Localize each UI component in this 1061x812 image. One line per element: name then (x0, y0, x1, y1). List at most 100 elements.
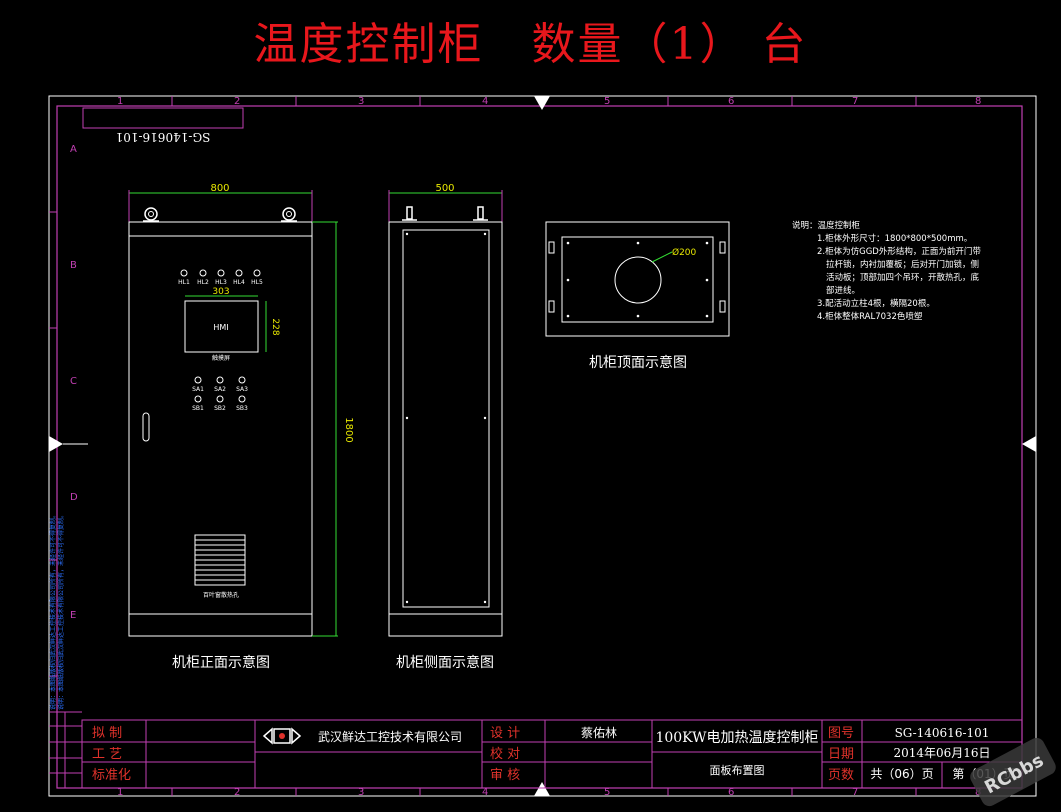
notes-block: 说明：温度控制柜 1.柜体外形尺寸：1800*800*500mm。 2.柜体为仿… (792, 220, 981, 322)
col-label: 2 (234, 787, 240, 798)
selector-switch-icon (194, 376, 202, 384)
drawing-title: 温度控制柜 数量（1） 台 (253, 19, 808, 70)
note-line: 部进线。 (826, 285, 860, 296)
side-panel (402, 229, 490, 608)
note-line: 拉杆锁，内衬加覆板；后对开门加锁，侧 (826, 259, 979, 270)
row-label: D (70, 492, 78, 503)
col-label: 3 (358, 96, 364, 107)
mirrored-drawing-number: SG-140616-101 (116, 130, 211, 144)
selector-switch-icon (216, 376, 224, 384)
hmi-width-dim: 303 (212, 287, 229, 297)
switch-label: SA2 (214, 386, 226, 393)
indicator-light-icon (217, 269, 225, 277)
indicator-light-icon (253, 269, 261, 277)
inner-frame (56, 105, 1023, 789)
col-label: 5 (604, 96, 610, 107)
company-name: 武汉鲜达工控技术有限公司 (318, 730, 462, 744)
hmi-label: HMI (213, 323, 228, 332)
designer-name: 蔡佑林 (581, 726, 617, 740)
push-button-icon (216, 395, 224, 403)
side-view-caption: 机柜侧面示意图 (396, 654, 494, 671)
indicator-light-icon (235, 269, 243, 277)
top-view: Ø200 机柜顶面示意图 (545, 221, 730, 371)
front-width-dim: 800 (210, 183, 229, 194)
role-label: 工 艺 (92, 747, 122, 762)
drawing-date: 2014年06月16日 (893, 746, 990, 760)
title-block: 拟 制 工 艺 标准化 设 计 校 对 审 核 图号 日期 页数 武汉鲜达工控技… (81, 719, 1023, 789)
lifting-eye-icon (406, 206, 413, 220)
top-outline (545, 221, 730, 337)
indicator-light-icon (199, 269, 207, 277)
front-height-dim: 1800 (343, 417, 354, 442)
mount-slot (548, 241, 555, 254)
role-label: 拟 制 (92, 726, 122, 741)
note-line: 1.柜体外形尺寸：1800*800*500mm。 (817, 233, 972, 244)
switch-label: SA3 (236, 386, 248, 393)
drawing-number: SG-140616-101 (895, 726, 990, 740)
side-strip-text: 说明：本图纸版权归武汉鲜达工控技术有限公司所有，未经许可不得复制。 (57, 512, 65, 710)
switch-label: SA1 (192, 386, 204, 393)
row-label: B (70, 260, 77, 271)
light-label: HL5 (251, 279, 263, 286)
col-label: 1 (117, 96, 123, 107)
project-name: 100KW电加热温度控制柜 (655, 730, 818, 746)
col-label: 1 (117, 787, 123, 798)
push-button-icon (194, 395, 202, 403)
left-strip: 说明：本图纸版权归武汉鲜达工控技术有限公司所有，未经许可不得复制。 说明：本图纸… (49, 512, 82, 788)
col-label: 6 (728, 96, 734, 107)
light-label: HL3 (215, 279, 227, 286)
col-label: 6 (728, 787, 734, 798)
side-strip-text: 说明：本图纸版权归武汉鲜达工控技术有限公司所有，未经许可不得复制。 (49, 512, 57, 710)
door-handle (142, 412, 150, 442)
center-arrow-left (49, 436, 63, 452)
hmi-height-dim: 228 (270, 318, 280, 335)
lifting-eye-icon (144, 207, 158, 221)
switch-label: SB3 (236, 405, 248, 412)
col-label: 4 (482, 96, 488, 107)
center-arrow-bottom (534, 782, 550, 796)
center-arrow-top (534, 96, 550, 110)
side-view: 500 机柜侧面示意图 (388, 183, 503, 671)
light-label: HL4 (233, 279, 245, 286)
front-view: 800 1800 HL1 HL2 HL3 HL4 HL5 (128, 183, 354, 671)
info-label: 图号 (828, 726, 854, 741)
lifting-eye-icon (282, 207, 296, 221)
info-label: 日期 (828, 747, 854, 762)
mount-slot (719, 300, 726, 313)
role-label: 标准化 (92, 768, 131, 783)
row-label: A (70, 144, 77, 155)
outer-border (48, 95, 1037, 797)
column-labels: 1 2 3 4 5 6 7 8 1 2 3 4 5 6 7 8 (117, 96, 981, 798)
note-line: 2.柜体为仿GGD外形结构，正面为前开门带 (817, 246, 981, 257)
indicator-light-icon (180, 269, 188, 277)
col-label: 2 (234, 96, 240, 107)
note-line: 3.配活动立柱4根，横隔20根。 (817, 298, 935, 309)
mount-slot (719, 241, 726, 254)
cable-hole (614, 256, 662, 304)
vent-caption: 百叶窗散热孔 (203, 591, 239, 599)
side-cabinet-body (388, 221, 503, 637)
col-label: 7 (852, 787, 858, 798)
col-label: 4 (482, 787, 488, 798)
center-arrow-right (1022, 436, 1036, 452)
review-label: 审 核 (490, 768, 520, 783)
sheet-title: 面板布置图 (710, 763, 765, 777)
side-width-dim: 500 (435, 183, 454, 194)
hole-dim: Ø200 (672, 247, 697, 258)
push-button-icon (238, 395, 246, 403)
review-label: 校 对 (490, 746, 520, 762)
col-label: 7 (852, 96, 858, 107)
note-line: 活动板；顶部加四个吊环，开散热孔，底 (826, 272, 980, 283)
note-line: 4.柜体整体RAL7032色喷塑 (817, 311, 923, 322)
info-label: 页数 (828, 768, 854, 783)
mount-slot (548, 300, 555, 313)
front-cabinet-body (128, 221, 313, 637)
note-line: 说明：温度控制柜 (792, 220, 861, 231)
selector-switch-icon (238, 376, 246, 384)
row-labels: A B C D E (70, 144, 78, 621)
hmi-caption: 触摸屏 (212, 354, 230, 362)
row-label: C (70, 376, 77, 387)
company-logo-icon (262, 727, 302, 745)
switch-label: SB1 (192, 405, 204, 412)
col-label: 8 (975, 96, 981, 107)
